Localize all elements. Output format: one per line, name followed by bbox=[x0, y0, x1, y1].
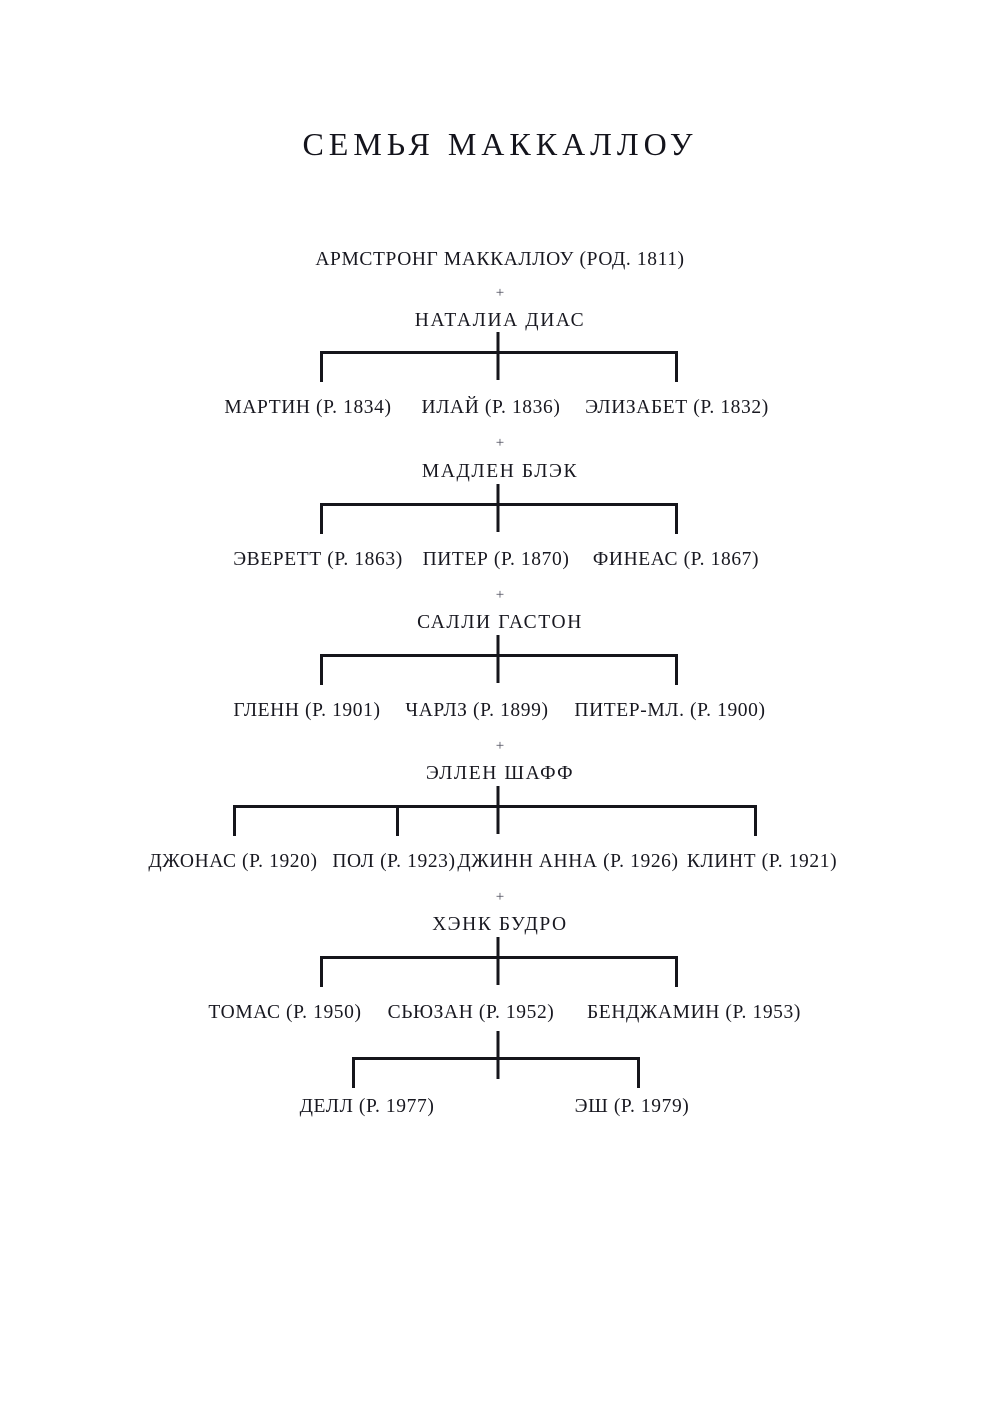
person-jeannie-anne[interactable]: ДЖИНН АННА (Р. 1926) bbox=[457, 851, 679, 872]
generation-4-spouse-row: ЭЛЛЕН ШАФФ bbox=[0, 764, 1000, 784]
person-eli[interactable]: ИЛАЙ (Р. 1836) bbox=[421, 397, 561, 418]
person-ellen-shaff[interactable]: ЭЛЛЕН ШАФФ bbox=[425, 763, 575, 784]
person-dell[interactable]: ДЕЛЛ (Р. 1977) bbox=[299, 1096, 435, 1117]
person-elizabeth[interactable]: ЭЛИЗАБЕТ (Р. 1832) bbox=[585, 397, 769, 418]
generation-1-parent-row: АРМСТРОНГ МАККАЛЛОУ (РОД. 1811) bbox=[0, 250, 1000, 270]
person-madlen-black[interactable]: МАДЛЕН БЛЭК bbox=[421, 461, 579, 482]
union-symbol-gen1: + bbox=[495, 285, 505, 301]
person-ash[interactable]: ЭШ (Р. 1979) bbox=[574, 1096, 690, 1117]
person-paul[interactable]: ПОЛ (Р. 1923) bbox=[332, 851, 456, 872]
person-natalia-dias[interactable]: НАТАЛИА ДИАС bbox=[414, 310, 586, 331]
person-peter[interactable]: ПИТЕР (Р. 1870) bbox=[422, 549, 570, 570]
person-benjamin[interactable]: БЕНДЖАМИН (Р. 1953) bbox=[587, 1002, 801, 1023]
person-thomas[interactable]: ТОМАС (Р. 1950) bbox=[208, 1002, 362, 1023]
page-title: СЕМЬЯ МАККАЛЛОУ bbox=[302, 126, 698, 162]
person-hank-budreau[interactable]: ХЭНК БУДРО bbox=[432, 914, 568, 935]
person-peter-jr[interactable]: ПИТЕР-МЛ. (Р. 1900) bbox=[574, 700, 766, 721]
person-glenn[interactable]: ГЛЕНН (Р. 1901) bbox=[233, 700, 381, 721]
generation-5-spouse-row: ХЭНК БУДРО bbox=[0, 915, 1000, 935]
generation-3-spouse-row: САЛЛИ ГАСТОН bbox=[0, 613, 1000, 633]
person-everett[interactable]: ЭВЕРЕТТ (Р. 1863) bbox=[233, 549, 403, 570]
person-jonas[interactable]: ДЖОНАС (Р. 1920) bbox=[148, 851, 318, 872]
union-symbol-gen2: + bbox=[495, 435, 505, 451]
union-symbol-gen4: + bbox=[495, 738, 505, 754]
person-clint[interactable]: КЛИНТ (Р. 1921) bbox=[686, 851, 838, 872]
person-martin[interactable]: МАРТИН (Р. 1834) bbox=[224, 397, 392, 418]
person-charles[interactable]: ЧАРЛЗ (Р. 1899) bbox=[405, 700, 549, 721]
person-susan[interactable]: СЬЮЗАН (Р. 1952) bbox=[387, 1002, 555, 1023]
union-symbol-gen5: + bbox=[495, 889, 505, 905]
generation-1-spouse-row: НАТАЛИА ДИАС bbox=[0, 311, 1000, 331]
person-sally-gaston[interactable]: САЛЛИ ГАСТОН bbox=[417, 612, 583, 633]
person-armstrong-mccullough[interactable]: АРМСТРОНГ МАККАЛЛОУ (РОД. 1811) bbox=[315, 249, 685, 270]
union-symbol-gen3: + bbox=[495, 587, 505, 603]
person-phineas[interactable]: ФИНЕАС (Р. 1867) bbox=[592, 549, 760, 570]
generation-2-spouse-row: МАДЛЕН БЛЭК bbox=[0, 462, 1000, 482]
